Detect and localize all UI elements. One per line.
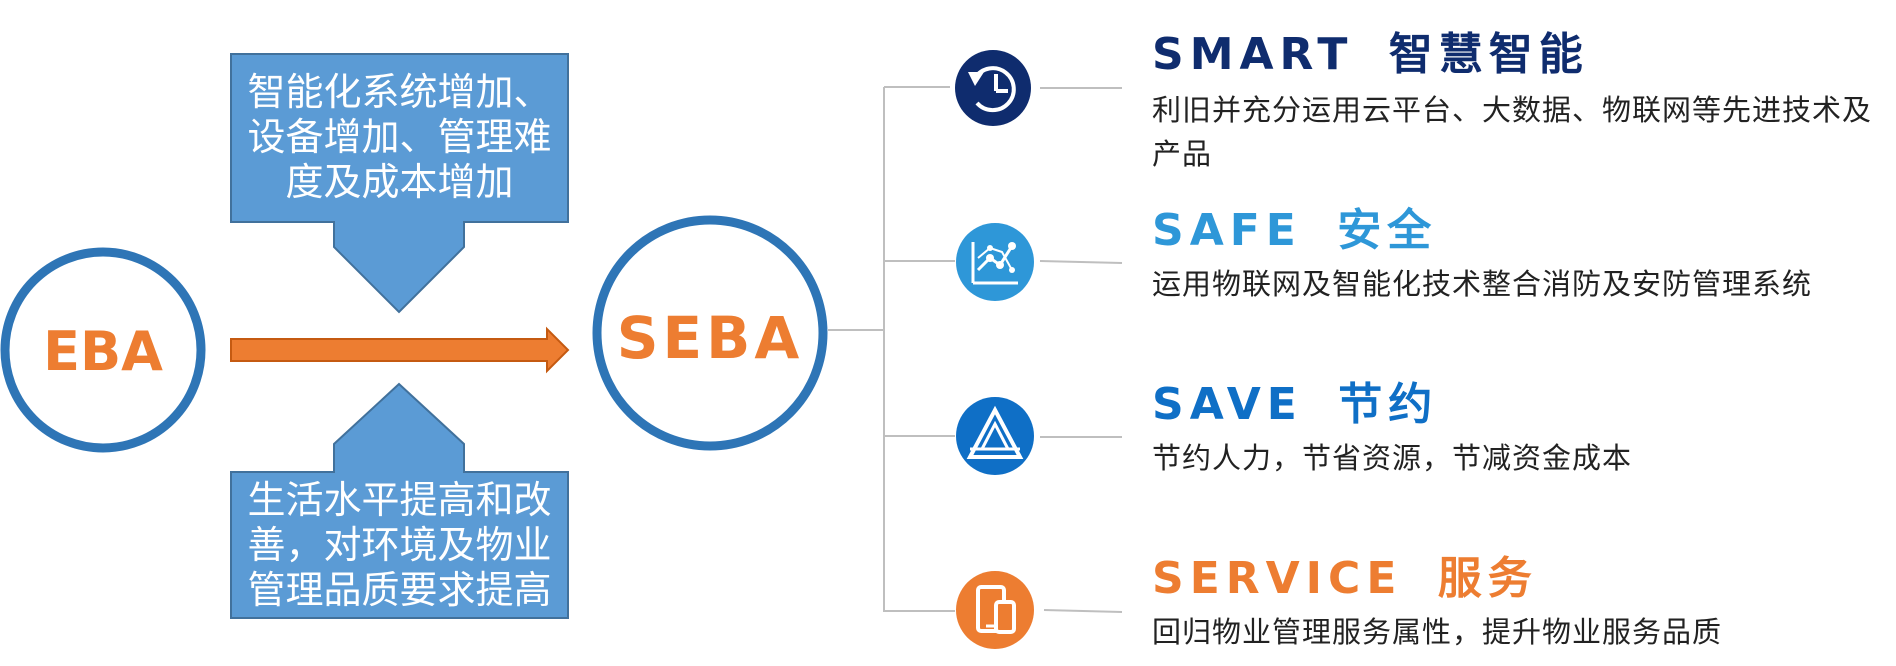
smart-description: 利旧并充分运用云平台、大数据、物联网等先进技术及产品 — [1152, 93, 1873, 171]
seba-circle — [592, 215, 828, 451]
top-box-arrow — [230, 53, 569, 314]
smart-heading: SMART 智慧智能 — [1152, 18, 1589, 82]
bottom-box-text: 生活水平提高和改 善，对环境及物业 管理品质要求提高 — [247, 477, 552, 612]
eba-label: EBA — [43, 320, 163, 383]
safe-heading: SAFE 安全 — [1152, 194, 1437, 258]
save-description: 节约人力，节省资源，节减资金成本 — [1152, 441, 1633, 475]
smart-heading-cn: 智慧智能 — [1388, 29, 1589, 80]
mobile-devices-icon — [956, 571, 1034, 649]
clock-refresh-icon — [955, 50, 1031, 126]
triangle-icon — [956, 397, 1034, 475]
service-heading: SERVICE 服务 — [1152, 542, 1538, 606]
connector-lines — [828, 86, 1123, 613]
safe-heading-en: SAFE — [1152, 205, 1302, 256]
bottom-box-arrow — [230, 382, 569, 619]
safe-description: 运用物联网及智能化技术整合消防及安防管理系统 — [1152, 267, 1813, 301]
eba-circle — [0, 247, 206, 453]
save-heading-en: SAVE — [1152, 379, 1303, 430]
service-heading-cn: 服务 — [1437, 553, 1538, 604]
line-chart-icon — [956, 223, 1034, 301]
save-heading-cn: 节约 — [1338, 379, 1439, 430]
service-description: 回归物业管理服务属性，提升物业服务品质 — [1152, 615, 1723, 649]
save-heading: SAVE 节约 — [1152, 368, 1438, 432]
safe-heading-cn: 安全 — [1337, 205, 1438, 256]
seba-label: SEBA — [616, 304, 804, 372]
smart-heading-en: SMART — [1152, 29, 1354, 80]
orange-arrow — [230, 326, 570, 374]
service-heading-en: SERVICE — [1152, 553, 1403, 604]
top-box-text: 智能化系统增加、 设备增加、管理难 度及成本增加 — [247, 69, 552, 204]
